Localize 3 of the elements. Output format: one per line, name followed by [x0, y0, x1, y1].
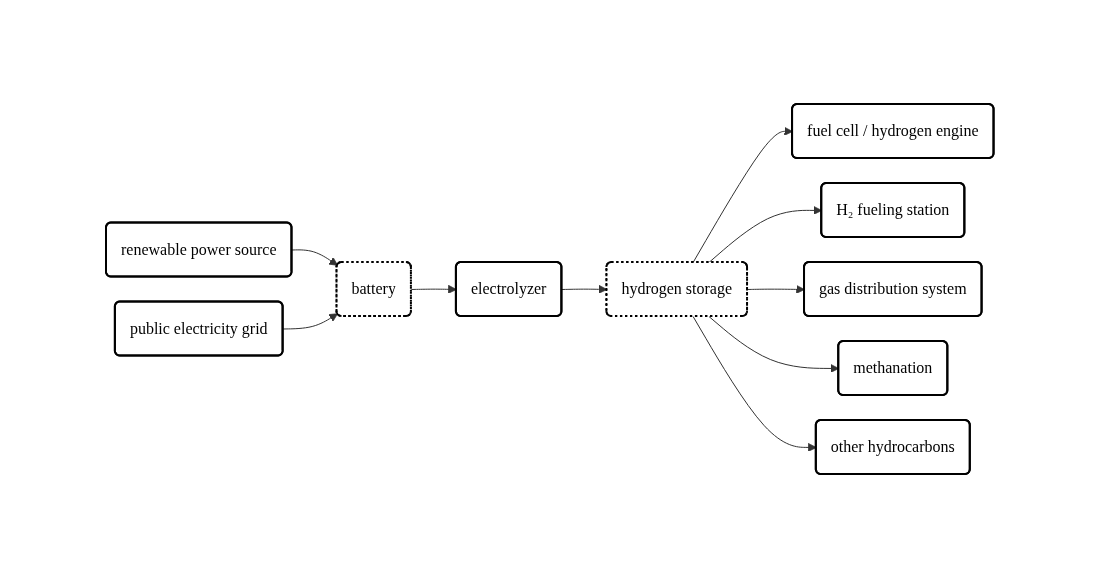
arrow — [291, 249, 338, 266]
arrow — [561, 284, 607, 294]
arrow — [282, 313, 338, 330]
